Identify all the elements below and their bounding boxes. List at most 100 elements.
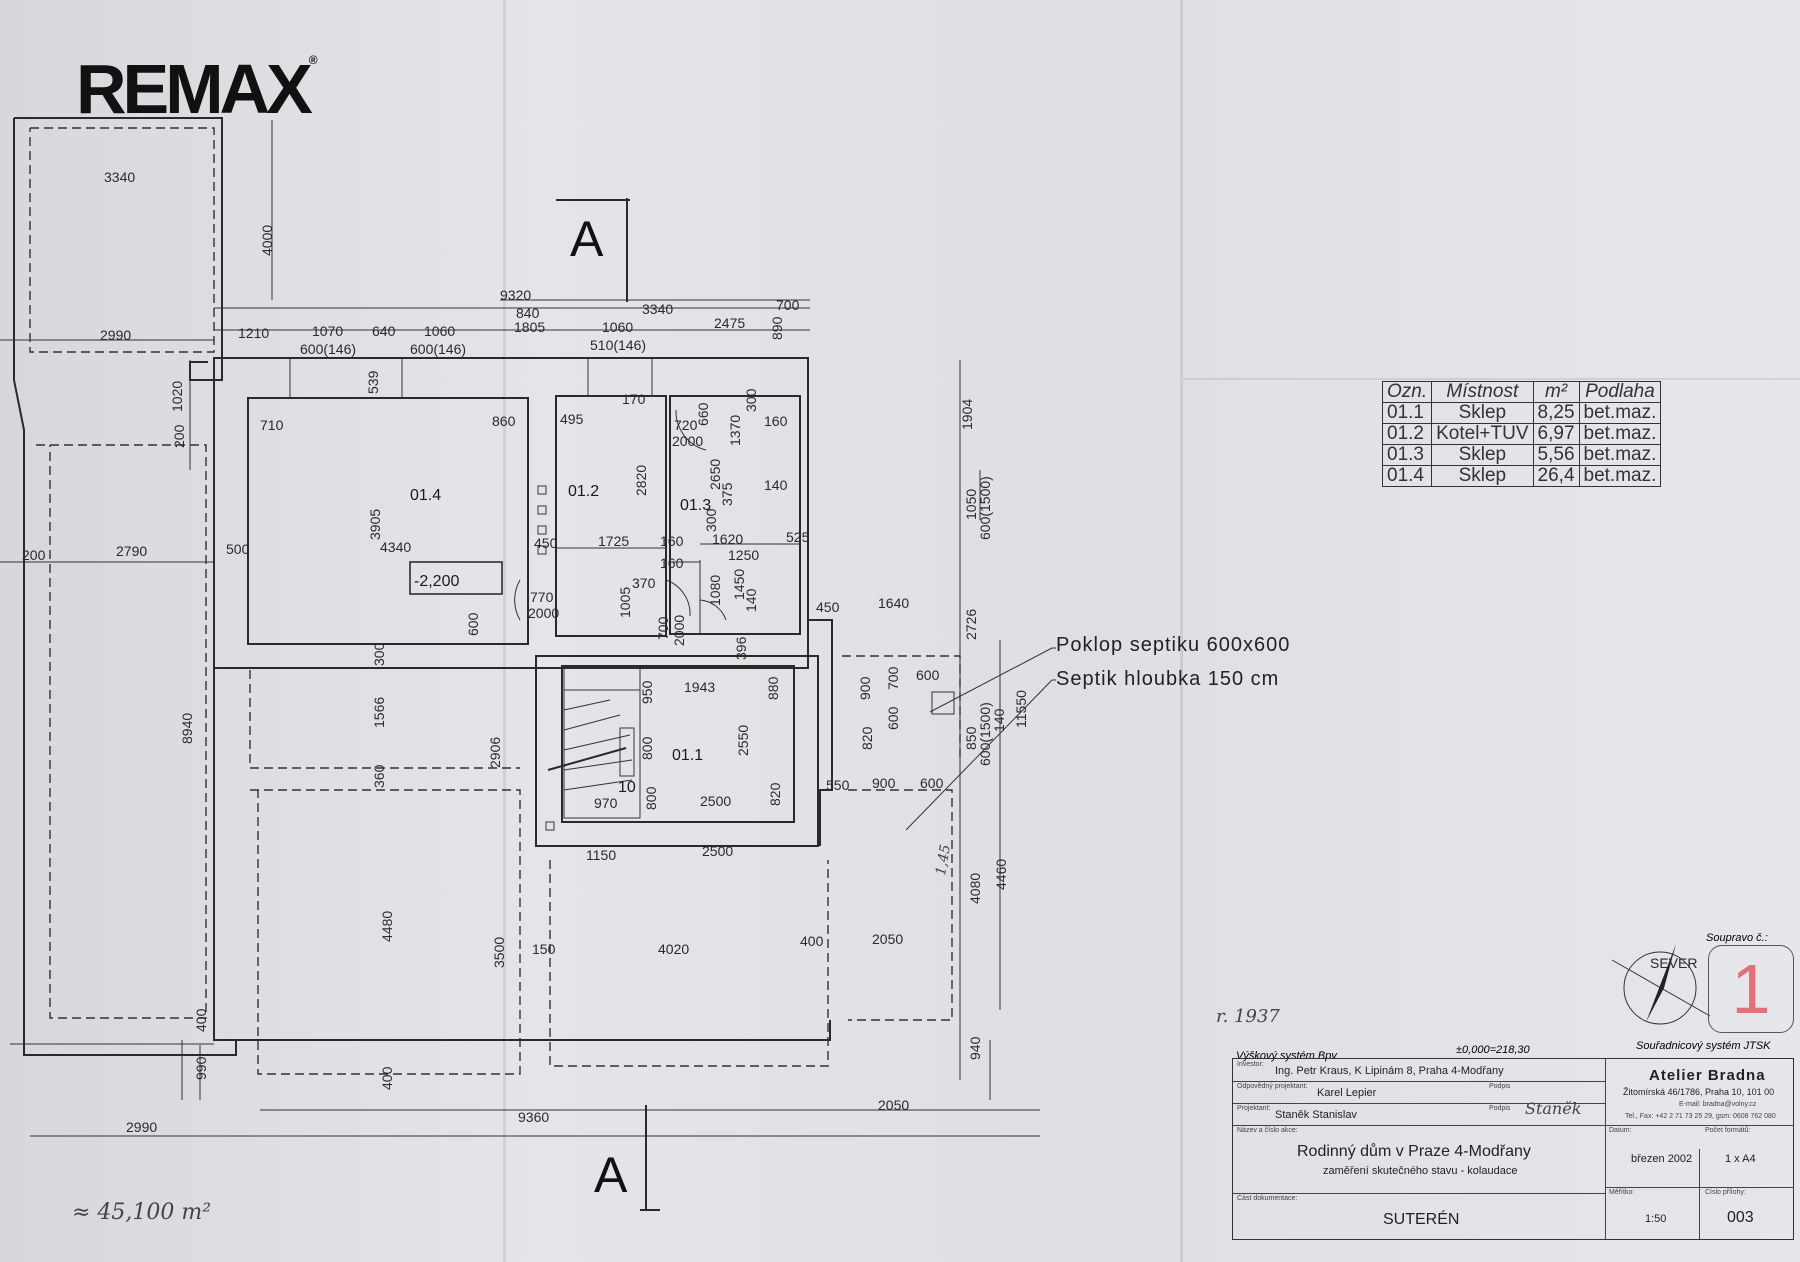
dimension-label: 3340 [642, 301, 673, 317]
dimension-label: 1080 [707, 575, 723, 606]
dimension-label: 820 [859, 726, 875, 750]
north-label: SEVER [1650, 955, 1697, 971]
dimension-label: 860 [492, 413, 516, 429]
dimension-label: 2726 [963, 609, 979, 640]
dimension-label: 360 [371, 764, 387, 788]
legend-cell: Sklep [1431, 402, 1534, 424]
dimension-label: 1150 [586, 847, 616, 863]
dimension-label: 2650 [707, 459, 723, 490]
legend-cell: bet.maz. [1578, 465, 1662, 487]
firm-address: Žitomírská 46/1786, Praha 10, 101 00 [1623, 1087, 1775, 1097]
dimension-label: 700 [885, 666, 901, 690]
dimension-label: 4080 [967, 873, 983, 904]
part-name: SUTERÉN [1383, 1211, 1460, 1228]
dimension-label: 3340 [104, 169, 135, 185]
fold-line [503, 0, 506, 1262]
project-label: Název a číslo akce: [1237, 1127, 1298, 1134]
legend-col-area: m² [1532, 381, 1580, 403]
dimension-label: 600 [920, 775, 944, 791]
dimension-label: 890 [769, 316, 785, 340]
dimension-label: 1805 [514, 319, 545, 335]
dimension-label: 1725 [598, 533, 629, 549]
dimension-label: 850 [963, 726, 979, 750]
dimension-label: 300 [703, 508, 719, 532]
dimension-label: 1450 [731, 569, 747, 600]
firm-email: E-mail: bradna@volny.cz [1679, 1101, 1757, 1108]
coord-system: Souřadnicový systém JTSK [1636, 1040, 1771, 1052]
part-label: Část dokumentace: [1237, 1195, 1298, 1202]
room-01-2: 01.2 [568, 483, 599, 500]
designer-label: Projektant: [1237, 1105, 1271, 1112]
dimension-labels: 3340 4000 9320 840 3340 700 2990 1210 10… [22, 169, 1029, 1135]
dimension-label: 2990 [126, 1119, 157, 1135]
dimension-label: 2000 [528, 605, 559, 621]
dimension-label: 1070 [312, 323, 343, 339]
dimension-label: 600(1500) [977, 702, 993, 766]
legend-cell: 5,56 [1532, 444, 1580, 466]
room-legend-table: Ozn. Místnost m² Podlaha 01.1 Sklep 8,25… [1381, 381, 1662, 487]
dimension-label: 2000 [671, 615, 687, 646]
dimension-label: 370 [632, 575, 656, 591]
dimension-label: 700 [655, 616, 671, 640]
dimension-label: 375 [719, 482, 735, 506]
firm-phone: Tel., Fax: +42 2 71 73 25 29, gsm: 0608 … [1625, 1113, 1776, 1120]
date: březen 2002 [1631, 1153, 1693, 1165]
responsible-label: Odpovědný projektant: [1237, 1083, 1308, 1090]
dimension-label: 9360 [518, 1109, 549, 1125]
dimension-label: 3500 [491, 937, 507, 968]
dimension-label: 800 [643, 786, 659, 810]
table-row: 01.3 Sklep 5,56 bet.maz. [1381, 444, 1662, 466]
dimension-label: 1620 [712, 531, 743, 547]
doors [514, 409, 727, 621]
dimension-label: 1904 [959, 399, 975, 430]
dimension-label: 1060 [424, 323, 455, 339]
height-system: Výškový systém Bpv [1236, 1050, 1337, 1062]
title-block: Investor: Ing. Petr Kraus, K Lipinám 8, … [1232, 1058, 1794, 1240]
dimension-label: 4340 [380, 539, 411, 555]
dimension-label: 1020 [169, 381, 185, 412]
format-label: Počet formátů: [1705, 1127, 1751, 1134]
dimension-label: 2550 [735, 725, 751, 756]
dimension-label: 820 [767, 782, 783, 806]
legend-cell: 01.2 [1381, 423, 1433, 445]
dimension-label: 990 [193, 1056, 209, 1080]
dimension-label: 600 [885, 706, 901, 730]
table-row: 01.4 Sklep 26,4 bet.maz. [1381, 465, 1662, 487]
legend-col-mistnost: Místnost [1431, 381, 1534, 403]
dimension-label: 1943 [684, 679, 715, 695]
staircase [547, 667, 641, 819]
dimension-label: 2000 [672, 433, 703, 449]
dimension-label: 940 [967, 1036, 983, 1060]
dimension-label: 140 [764, 477, 788, 493]
dimension-label: 1050 [963, 489, 979, 520]
dimension-label: 495 [560, 411, 584, 427]
dimension-lines [0, 120, 1040, 1137]
date-label: Datum: [1609, 1127, 1632, 1134]
fold-line [1180, 0, 1183, 1262]
dimension-label: 200 [171, 424, 187, 448]
dimension-label: 600(146) [410, 341, 466, 357]
dimension-label: 140 [991, 708, 1007, 732]
vents [537, 485, 555, 831]
legend-header: Ozn. Místnost m² Podlaha [1381, 381, 1662, 403]
note-septik: Septik hloubka 150 cm [1056, 668, 1280, 690]
legend-cell: 01.3 [1381, 444, 1433, 466]
dimension-label: 400 [800, 933, 824, 949]
investor: Ing. Petr Kraus, K Lipinám 8, Praha 4-Mo… [1275, 1065, 1504, 1077]
section-a-top: A [570, 211, 604, 267]
dimension-label: 11550 [1013, 690, 1029, 728]
dimension-label: 2050 [872, 931, 903, 947]
dimension-label: 2990 [100, 327, 131, 343]
dimension-label: 1566 [371, 697, 387, 728]
sign-label: Podpis [1489, 1083, 1511, 1090]
dimension-label: 720 [674, 417, 698, 433]
dimension-label: 2790 [116, 543, 147, 559]
dimension-label: 950 [639, 680, 655, 704]
legend-cell: 26,4 [1532, 465, 1580, 487]
dimension-label: 600(146) [300, 341, 356, 357]
dimension-label: 2500 [700, 793, 731, 809]
dimension-label: 450 [816, 599, 840, 615]
table-row: 01.1 Sklep 8,25 bet.maz. [1381, 402, 1662, 424]
dimension-label: 900 [857, 676, 873, 700]
dimension-label: 600 [916, 667, 940, 683]
